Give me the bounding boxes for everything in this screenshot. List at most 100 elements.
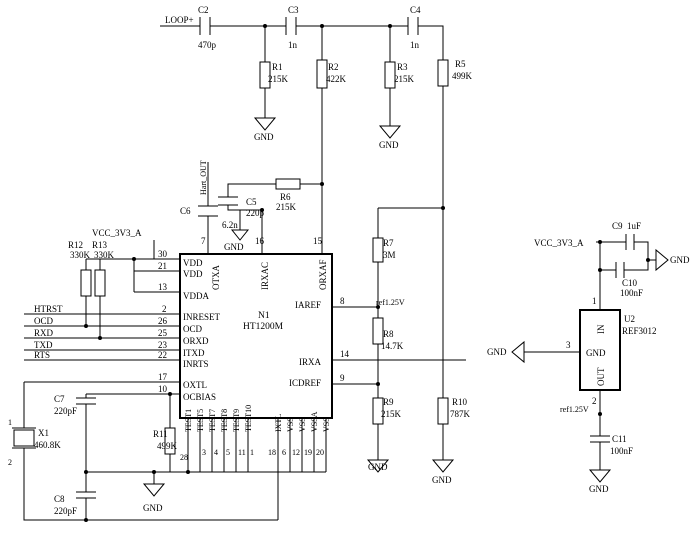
signal-htrst: HTRST <box>34 304 63 314</box>
x1-ref: X1 <box>38 428 49 438</box>
r10-ground-icon <box>432 451 454 473</box>
c10-ref: C10 <box>622 278 638 288</box>
c8-value: 220pF <box>54 506 77 516</box>
n1-pin-7-num: 7 <box>201 236 206 246</box>
r3-ground-icon <box>379 117 401 139</box>
n1-pin-test1: TEST1 <box>184 409 193 432</box>
u2-pin-out: OUT <box>596 367 606 386</box>
u2-pin-1-num: 1 <box>592 296 597 306</box>
capacitor-c3: C3 1n <box>288 5 299 50</box>
c3-value: 1n <box>288 40 298 50</box>
n1-pin-orxd: ORXD <box>183 336 209 346</box>
r9-gnd-label: GND <box>368 462 388 472</box>
r11-value: 499K <box>157 441 178 451</box>
n1-pin-test7: TEST7 <box>208 409 217 432</box>
r7-value: 3M <box>383 250 396 260</box>
r9-ref: R9 <box>383 397 394 407</box>
u2-top-gnd-label: GND <box>670 255 690 265</box>
n1-pin-test5: TEST5 <box>196 409 205 432</box>
r5-ref: R5 <box>455 59 466 69</box>
n1-pin-12-num: 12 <box>292 448 300 457</box>
n1-pin-4-num: 4 <box>214 448 218 457</box>
n1-pin-18-num: 18 <box>268 448 276 457</box>
r8-ref: R8 <box>383 329 394 339</box>
n1-pin-otxa: OTXA <box>211 265 221 290</box>
n1-pin-orxaf: ORXAF <box>318 259 328 290</box>
ic-n1: N1 HT1200M <box>179 253 333 419</box>
c7-value: 220pF <box>54 406 77 416</box>
n1-pin-irxa: IRXA <box>299 357 321 367</box>
loop-net-label: LOOP+ <box>165 15 194 25</box>
r1-value: 215K <box>268 74 289 84</box>
c5-gnd-label: GND <box>224 242 244 252</box>
c9-value: 1uF <box>627 221 641 231</box>
r12-value: 330K <box>70 250 91 260</box>
n1-pin-21-num: 21 <box>158 261 167 271</box>
n1-pin-19-num: 19 <box>304 448 312 457</box>
u2-gnd-output: GND GND ref1.25V C11 100nF <box>487 340 633 494</box>
capacitor-c2: C2 470p <box>198 5 217 50</box>
r5-value: 499K <box>452 71 473 81</box>
n1-right-pins: 8 14 9 IAREF IRXA ICDREF <box>289 296 466 388</box>
u2-pin-in: IN <box>596 324 606 334</box>
r1-ref: R1 <box>272 62 283 72</box>
x1-pin2: 2 <box>8 458 12 467</box>
n1-pin-oxtl: OXTL <box>183 380 207 390</box>
n1-pin-25-num: 25 <box>158 328 168 338</box>
r10-value: 787K <box>450 409 471 419</box>
c11-value: 100nF <box>610 446 633 456</box>
loop-bus: LOOP+ <box>160 15 444 60</box>
resistor-r2: R2 422K <box>316 26 347 236</box>
signal-txd: TXD <box>34 340 53 350</box>
n1-pin-vssa: VSSA <box>310 411 319 432</box>
feedback-network: C6 Hart_OUT R6 215K C5 220p 6.2n GND <box>180 160 322 252</box>
n1-pin-test8: TEST8 <box>220 409 229 432</box>
divider-r7-r8-r9: R7 3M R8 14.7K R9 215K GND ref1.25V <box>367 208 405 473</box>
n1-ref: N1 <box>258 311 270 321</box>
r1-ground-icon <box>254 109 276 131</box>
n1-pin-5-num: 5 <box>226 448 230 457</box>
c7-ref: C7 <box>54 394 65 404</box>
c9-ref: C9 <box>612 221 623 231</box>
n1-pin-inreset: INRESET <box>183 312 221 322</box>
r8-value: 14.7K <box>381 341 404 351</box>
n1-pin-vss-2: VSS <box>298 417 307 432</box>
n1-top-pins: 7 16 15 OTXA IRXAC ORXAF <box>201 230 328 290</box>
signal-rxd: RXD <box>34 328 54 338</box>
hart-out-label: Hart_OUT <box>199 160 208 195</box>
r3-gnd-label: GND <box>379 140 399 150</box>
c3-ref: C3 <box>288 5 299 15</box>
n1-pin-inrts: INRTS <box>183 359 208 369</box>
n1-pin-1-num: 1 <box>250 448 254 457</box>
c6-value: 6.2n <box>222 220 238 230</box>
n1-pin-irxac: IRXAC <box>260 262 270 290</box>
r3-value: 215K <box>394 74 415 84</box>
n1-pin-23-num: 23 <box>158 340 168 350</box>
n1-pin-test10: TEST10 <box>244 405 253 432</box>
r12-ref: R12 <box>68 240 83 250</box>
signal-rts: RTS <box>34 350 50 360</box>
r13-value: 330K <box>94 250 115 260</box>
r7-ref: R7 <box>383 238 394 248</box>
resistor-r1: R1 215K GND <box>254 26 289 142</box>
n1-pin-itxd: ITXD <box>183 348 205 358</box>
crystal-oscillator: 1 2 X1 460.8K C7 220pF C8 220pF R11 499K… <box>8 382 278 522</box>
n1-part: HT1200M <box>243 322 284 332</box>
r9-value: 215K <box>381 409 402 419</box>
n1-pin-8-num: 8 <box>340 296 345 306</box>
resistor-r5: R5 499K <box>378 59 473 452</box>
r3-ref: R3 <box>397 62 408 72</box>
n1-left-pins: 30 21 13 2 26 25 23 22 17 10 VDD VDD VDD… <box>24 249 221 402</box>
n1-pin-28-num: 28 <box>180 453 188 462</box>
u2-ref: U2 <box>624 314 635 324</box>
n1-pin-ixtl: IXTL <box>274 414 283 432</box>
n1-pin-30-num: 30 <box>158 249 168 259</box>
n1-pin-ocbias: OCBIAS <box>183 392 216 402</box>
n1-pin-10-num: 10 <box>158 384 168 394</box>
n1-pin-2-num: 2 <box>162 304 167 314</box>
u2-part: REF3012 <box>622 326 657 336</box>
n1-pin-13-num: 13 <box>158 282 168 292</box>
r6-value: 215K <box>276 202 297 212</box>
n1-pin-9-num: 9 <box>340 373 345 383</box>
